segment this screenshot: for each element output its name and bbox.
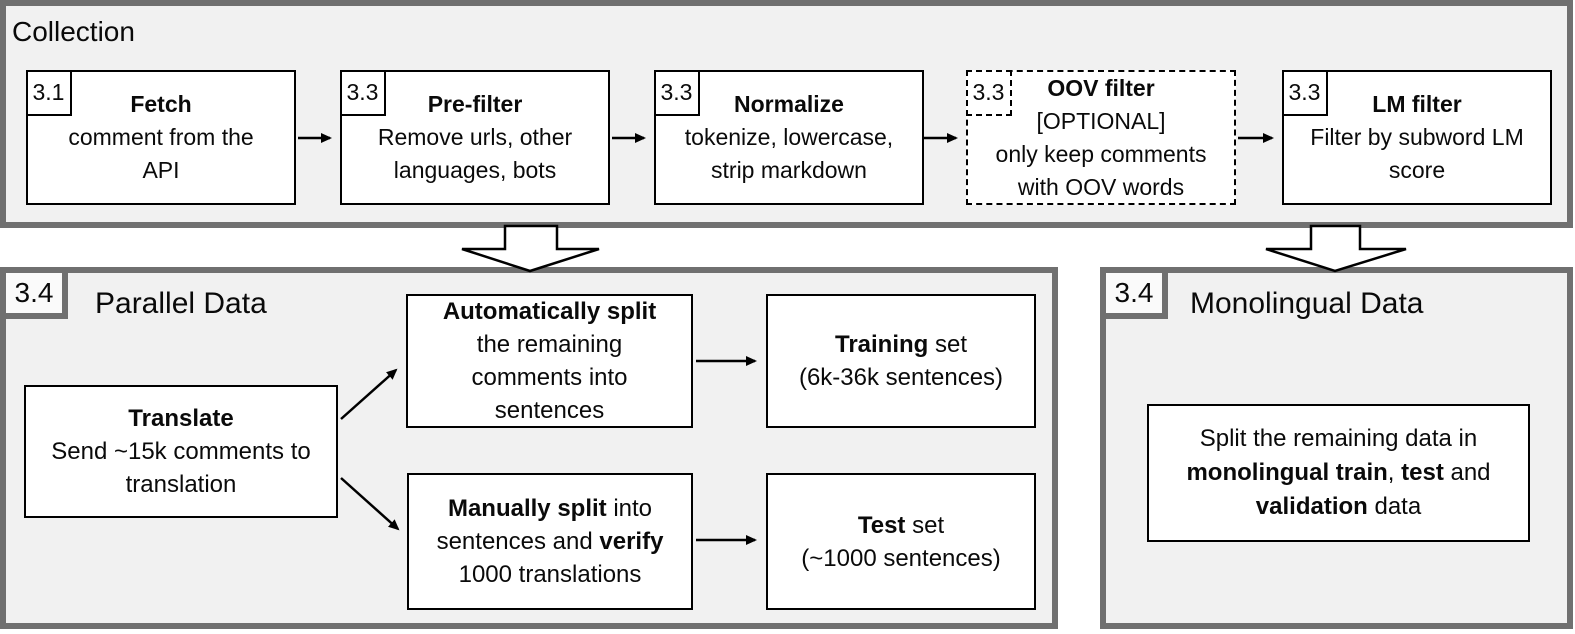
test-set-box: Test set(~1000 sentences) (766, 473, 1036, 610)
section-ref-tag-fetch: 3.1 (25, 69, 72, 116)
section-ref-tag-prefilter: 3.3 (339, 69, 386, 116)
monolingual-data-panel: 3.4 Monolingual Data Split the remaining… (1100, 267, 1573, 629)
collection-panel-label: Collection (12, 16, 135, 47)
section-ref-tag-oov-filter: 3.3 (965, 69, 1012, 116)
pipeline-step-oov-filter: 3.3 OOV filter[OPTIONAL]only keep commen… (965, 69, 1236, 205)
section-ref-tag-lm-filter: 3.3 (1281, 69, 1328, 116)
section-ref-tag-monolingual: 3.4 (1100, 267, 1168, 319)
training-set-text: Training set(6k-36k sentences) (798, 331, 1004, 391)
test-set-text: Test set(~1000 sentences) (801, 511, 1001, 572)
block-arrow-collection-to-monolingual (1265, 224, 1407, 273)
section-ref-tag-normalize: 3.3 (653, 69, 700, 116)
section-ref-tag-parallel: 3.4 (0, 267, 68, 319)
monolingual-data-title: Monolingual Data (1190, 287, 1424, 320)
training-set-box: Training set(6k-36k sentences) (766, 294, 1036, 428)
parallel-data-title: Parallel Data (95, 287, 267, 320)
block-arrow-collection-to-parallel (461, 224, 600, 273)
